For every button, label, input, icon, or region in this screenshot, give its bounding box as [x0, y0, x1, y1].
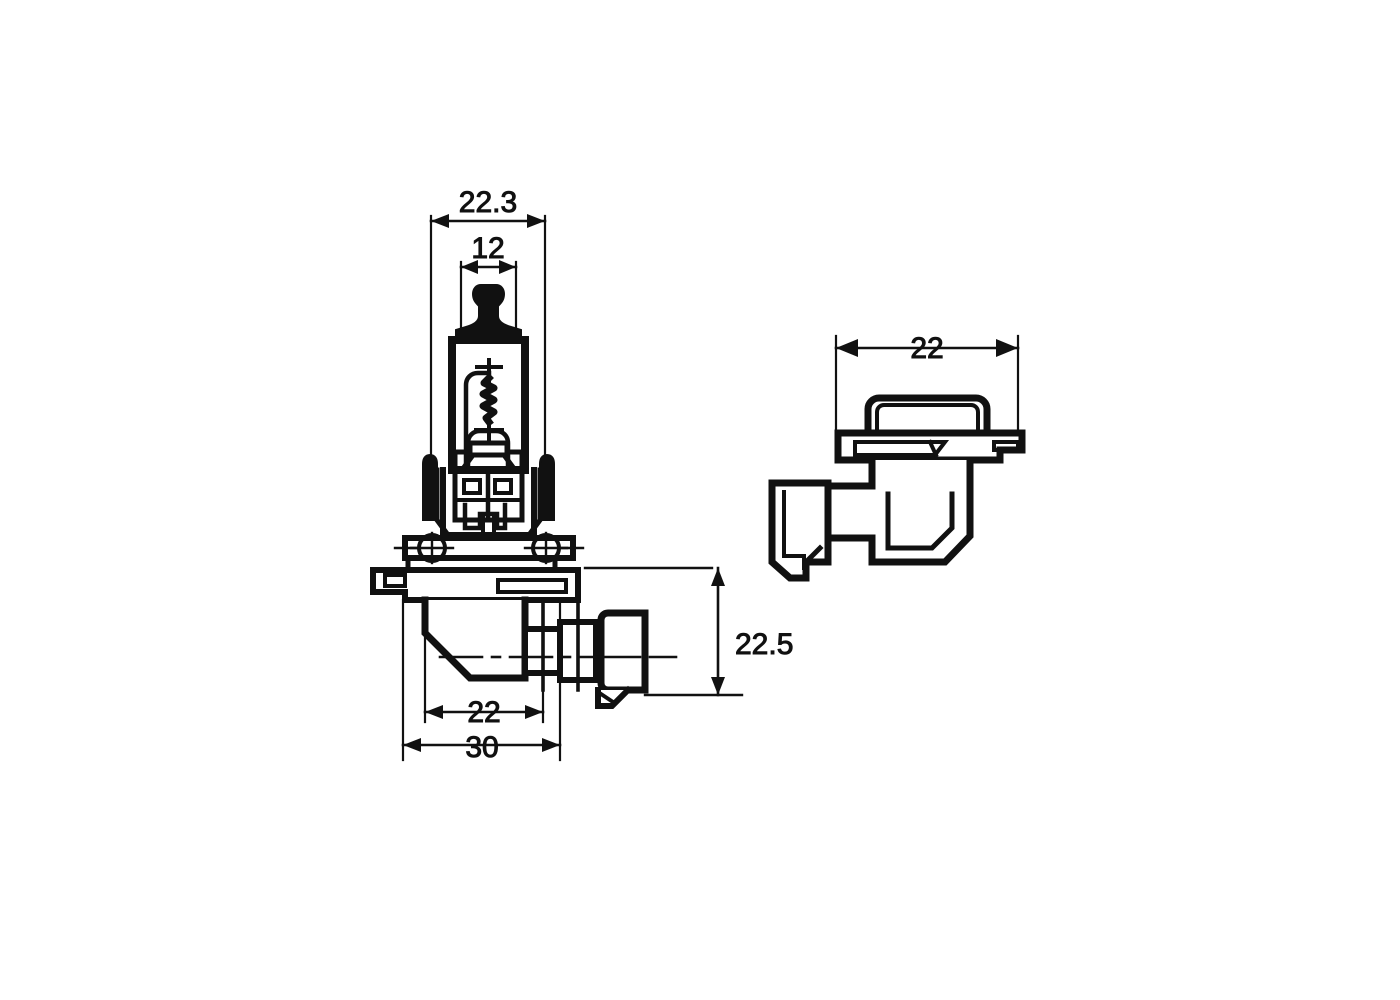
dimension-arrow-22-5 [643, 566, 744, 697]
collar-slot-right [496, 578, 568, 594]
plug-end-cap [597, 609, 649, 694]
holder-window-left [462, 478, 482, 495]
ext-lines-22-3 [429, 214, 547, 464]
dimension-arrow-22-3 [429, 214, 547, 228]
side-top-cap-inner [875, 403, 980, 432]
side-view: 22 [768, 332, 1026, 582]
holder-chamfer [458, 452, 519, 474]
dimension-label-bulb-outer-width: 22.3 [459, 186, 517, 219]
side-connector-plug [768, 479, 832, 582]
dimension-arrow-12 [459, 260, 518, 274]
plug-tab [595, 685, 633, 709]
base-flange [393, 531, 585, 565]
dimension-arrow-22-bottom [423, 705, 545, 719]
base-post-right [539, 453, 555, 521]
side-body-inner [885, 491, 955, 551]
base-collar [370, 559, 714, 603]
base-post-left [422, 453, 438, 521]
filament-assembly [463, 358, 511, 473]
dimension-arrow-30 [401, 738, 562, 752]
holder-top [452, 440, 525, 473]
collar-notch-left [383, 573, 407, 588]
dimension-label-overall-width: 30 [465, 731, 498, 764]
dimension-label-bulb-glass-width: 12 [471, 232, 504, 265]
collar-upper-lip [405, 559, 558, 573]
front-view: 22.3 12 [370, 186, 794, 765]
bulb-base-assembly [422, 440, 555, 539]
dimension-label-base-width: 22 [467, 696, 500, 729]
holder-lower-detail [462, 502, 508, 531]
dimension-label-base-height: 22.5 [735, 628, 793, 661]
side-body [824, 456, 974, 566]
dimension-arrow-side-22 [834, 339, 1020, 357]
ext-lines-bottom [401, 598, 562, 762]
dimension-label-side-width: 22 [910, 332, 943, 365]
side-flange-detail-right [992, 440, 1020, 452]
holder-window-right [493, 478, 513, 495]
